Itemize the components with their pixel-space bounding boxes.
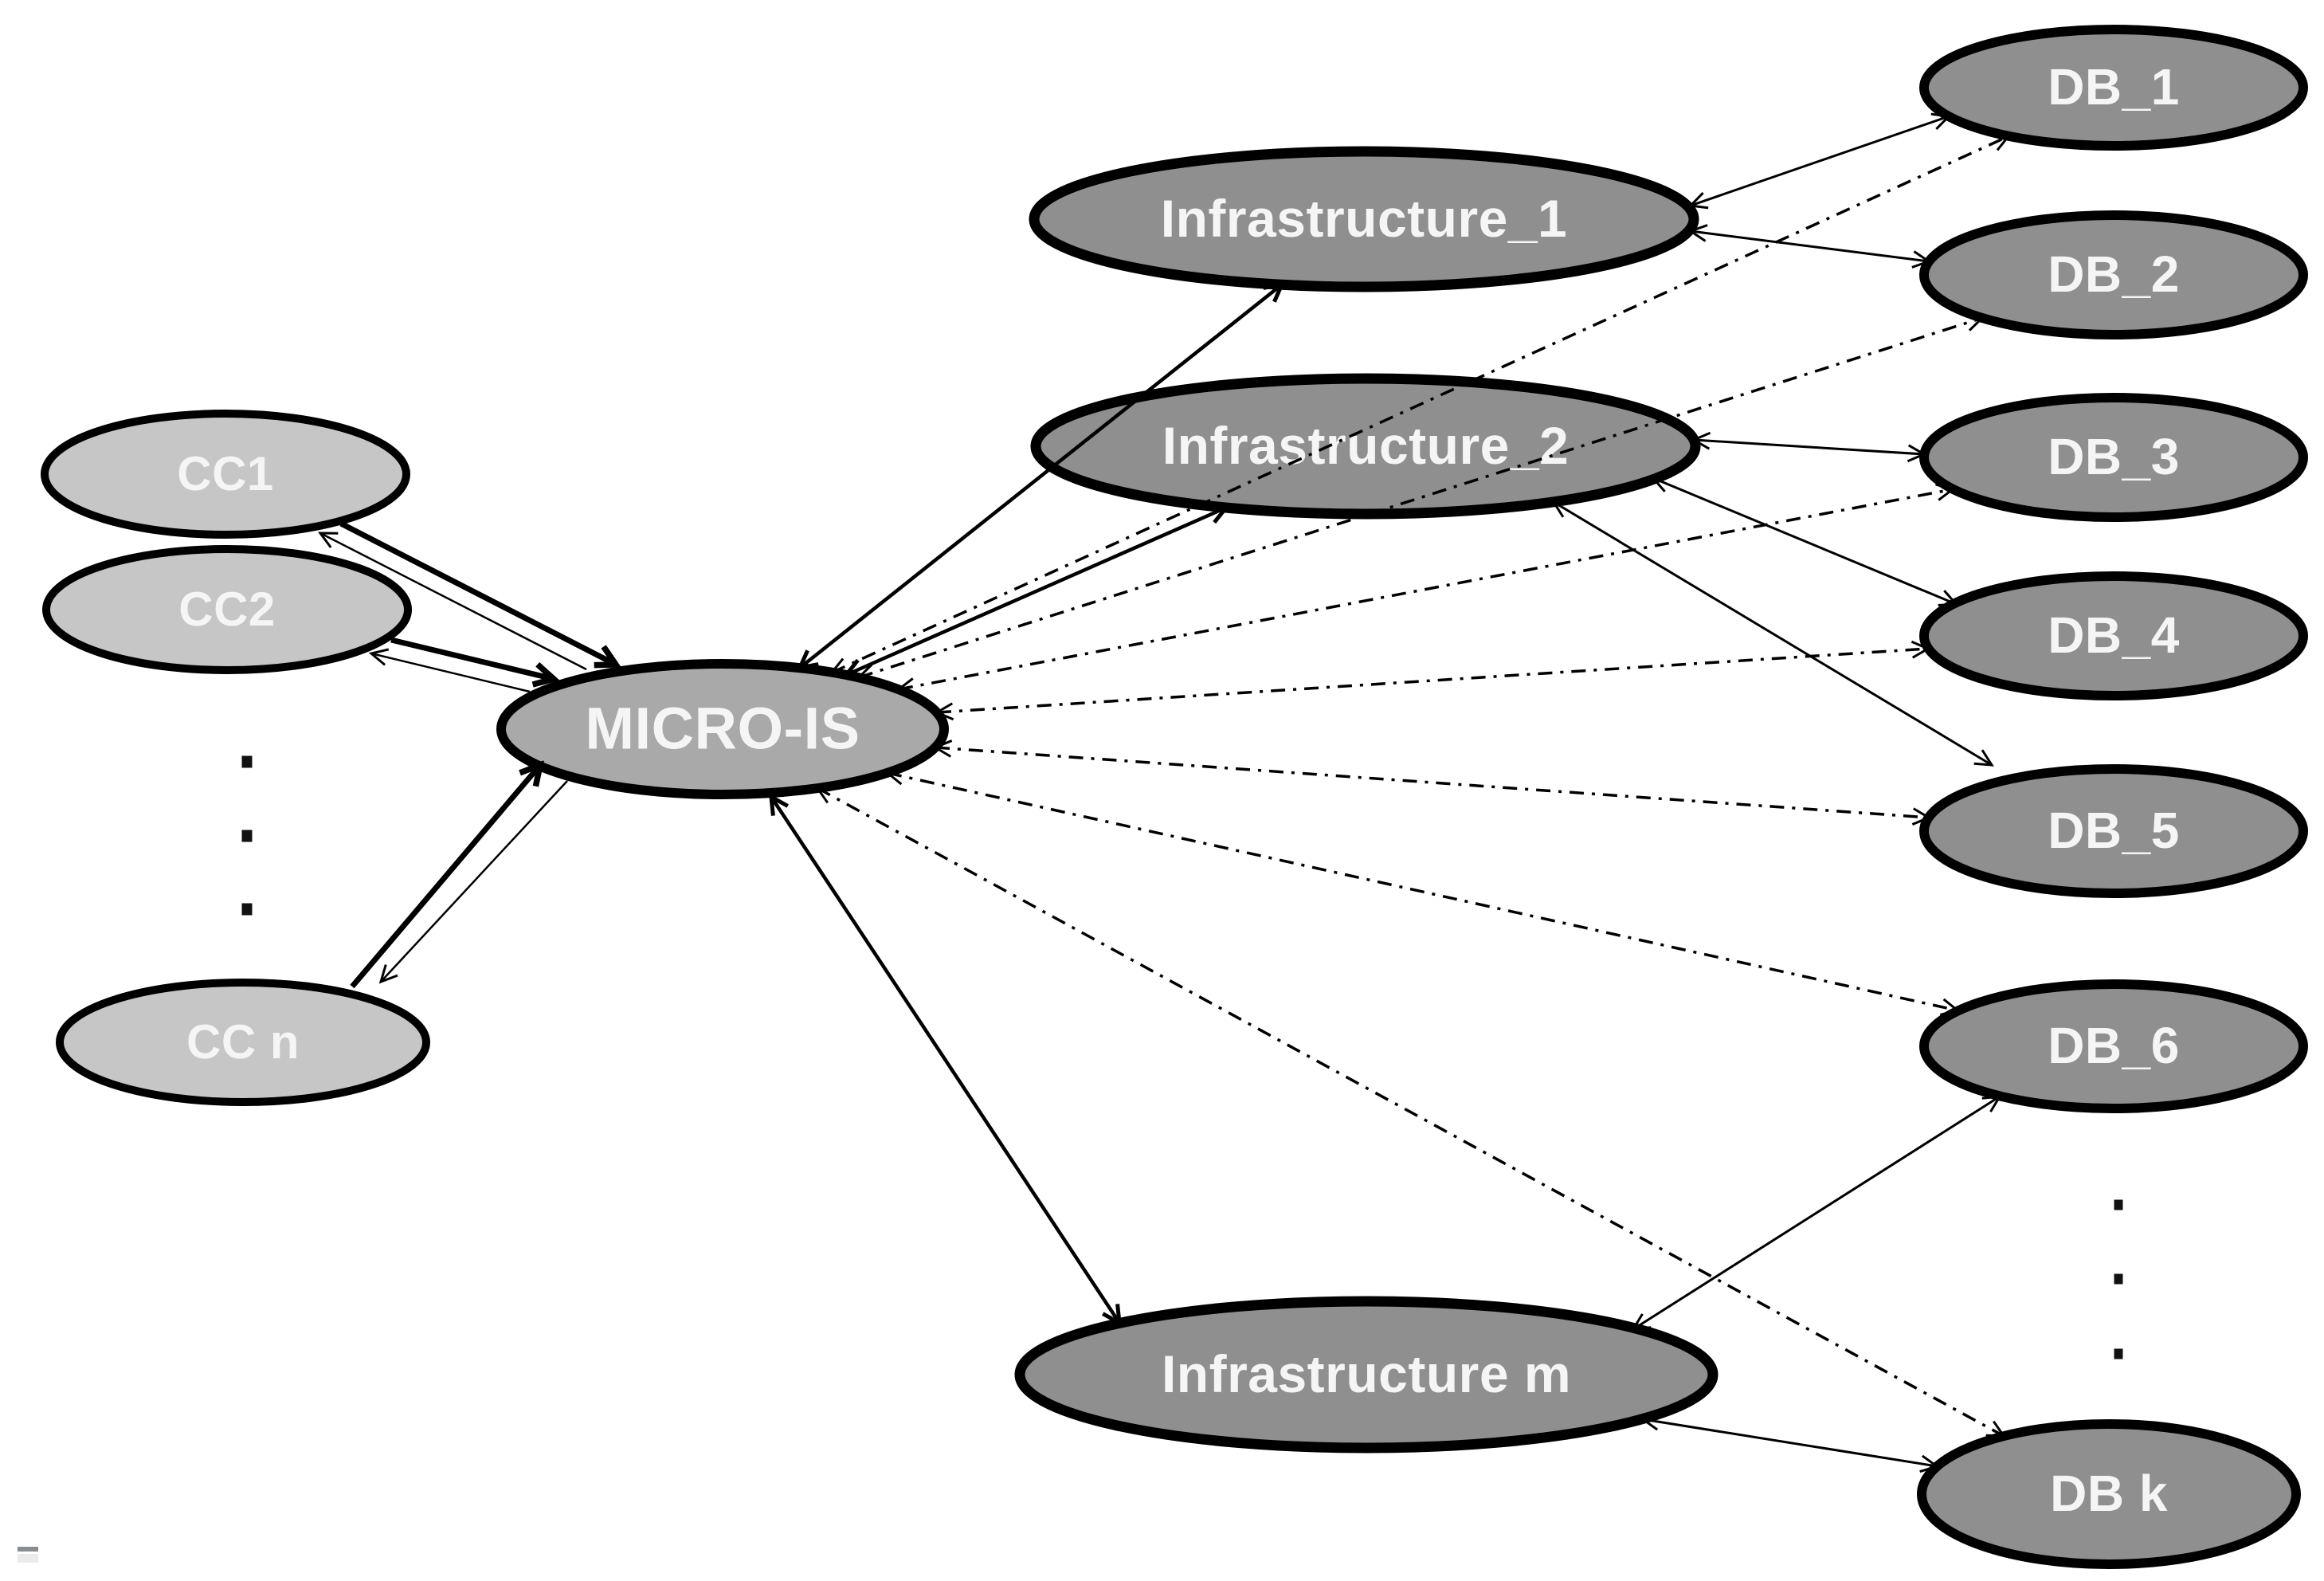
edge-infram-dbk	[1640, 1412, 1940, 1473]
edge-micro-db3	[896, 483, 1956, 696]
node-db4-label: DB_4	[2048, 606, 2180, 664]
edge-micro-db4	[934, 640, 1931, 721]
edge-micro-cc1	[318, 532, 587, 671]
node-micro-label: MICRO-IS	[585, 695, 860, 761]
edge-cc2-micro	[390, 637, 554, 679]
node-infra2-label: Infrastructure_2	[1162, 416, 1570, 475]
edges-layer	[318, 112, 2012, 1473]
node-dbk-ellipse	[1917, 1419, 2301, 1569]
node-db5-label: DB_5	[2048, 802, 2180, 859]
edge-infram-db6	[1631, 1095, 2002, 1331]
edge-infra1-db2	[1687, 224, 1932, 269]
node-db3-label: DB_3	[2048, 428, 2180, 485]
node-ccn-label: CC n	[186, 1015, 300, 1069]
edge-infra1-db1	[1687, 112, 1952, 210]
node-db1-label: DB_1	[2048, 58, 2180, 116]
cc-ellipsis-dot	[241, 755, 253, 768]
corner-mark	[18, 1547, 38, 1563]
edge-cc1-micro	[339, 520, 616, 665]
edge-micro-infra2	[846, 508, 1226, 675]
node-ccn-ellipse	[56, 979, 430, 1106]
ellipsis-dots-layer	[241, 755, 2123, 1359]
node-cc2-label: CC2	[178, 583, 276, 636]
node-cc2-ellipse	[42, 545, 412, 674]
edge-micro-cc2	[368, 648, 531, 693]
node-micro-ellipse	[496, 659, 949, 799]
node-db1-ellipse	[1919, 25, 2308, 151]
db-ellipsis-dot	[2114, 1348, 2123, 1359]
db-ellipsis-dot	[2114, 1273, 2123, 1285]
edge-infra2-db4	[1650, 475, 1959, 607]
node-cc1-ellipse	[41, 410, 410, 539]
edge-micro-infram	[771, 797, 1119, 1323]
db-ellipsis-dot	[2114, 1199, 2123, 1210]
edge-micro-db5	[932, 740, 1932, 826]
edge-micro-db2	[856, 314, 1985, 681]
cc-ellipsis-dot	[241, 830, 253, 842]
corner-bar-light	[18, 1554, 38, 1563]
node-infram-label: Infrastructure m	[1162, 1344, 1571, 1403]
node-dbk-label: DB k	[2050, 1465, 2168, 1522]
node-infra1-label: Infrastructure_1	[1161, 189, 1568, 248]
node-db6-label: DB_6	[2048, 1017, 2180, 1074]
edge-micro-dbk	[815, 787, 2006, 1438]
cc-ellipsis-dot	[241, 903, 253, 916]
corner-bar-dark	[18, 1547, 38, 1552]
node-cc1-label: CC1	[177, 447, 274, 500]
edge-infra2-db3	[1691, 431, 1927, 463]
edge-ccn-micro	[350, 765, 540, 989]
edge-micro-ccn	[378, 780, 568, 984]
edge-micro-db6	[884, 767, 1961, 1016]
node-db2-label: DB_2	[2048, 245, 2180, 303]
